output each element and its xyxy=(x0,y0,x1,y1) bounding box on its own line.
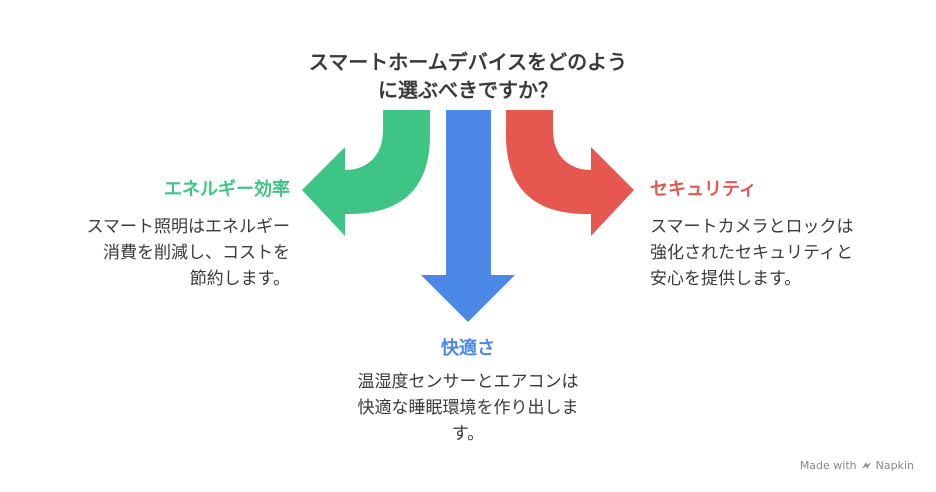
energy-line-3: 節約します。 xyxy=(189,269,290,289)
energy-line-2: 消費を削減し、コストを xyxy=(103,243,290,263)
security-arrow xyxy=(506,110,634,236)
title-line-2: に選ぶべきですか？ xyxy=(378,78,558,102)
security-line-1: スマートカメラとロックは xyxy=(650,217,854,237)
security-heading: セキュリティ xyxy=(650,179,757,200)
comfort-heading: 快適さ xyxy=(441,338,495,359)
security-line-3: 安心を提供します。 xyxy=(650,269,802,289)
comfort-description: 温湿度センサーとエアコンは 快適な睡眠環境を作り出しま す。 xyxy=(325,369,611,447)
napkin-logo-icon xyxy=(861,462,871,469)
energy-line-1: スマート照明はエネルギー xyxy=(86,217,291,237)
comfort-line-2: 快適な睡眠環境を作り出しま xyxy=(357,398,579,418)
energy-description: スマート照明はエネルギー 消費を削減し、コストを 節約します。 xyxy=(30,214,291,292)
comfort-arrow xyxy=(421,110,515,322)
diagram-title: スマートホームデバイスをどのよう に選ぶべきですか？ xyxy=(298,48,638,104)
title-line-1: スマートホームデバイスをどのよう xyxy=(308,50,628,74)
security-description: スマートカメラとロックは 強化されたセキュリティと 安心を提供します。 xyxy=(650,214,910,292)
comfort-line-3: す。 xyxy=(451,424,485,444)
security-line-2: 強化されたセキュリティと xyxy=(650,243,853,263)
comfort-line-1: 温湿度センサーとエアコンは xyxy=(357,372,579,392)
watermark-text: Made with xyxy=(799,459,857,472)
watermark-brand: Napkin xyxy=(875,459,914,472)
energy-arrow xyxy=(302,110,430,236)
napkin-watermark: Made with Napkin xyxy=(800,459,914,472)
energy-heading: エネルギー効率 xyxy=(164,179,290,200)
